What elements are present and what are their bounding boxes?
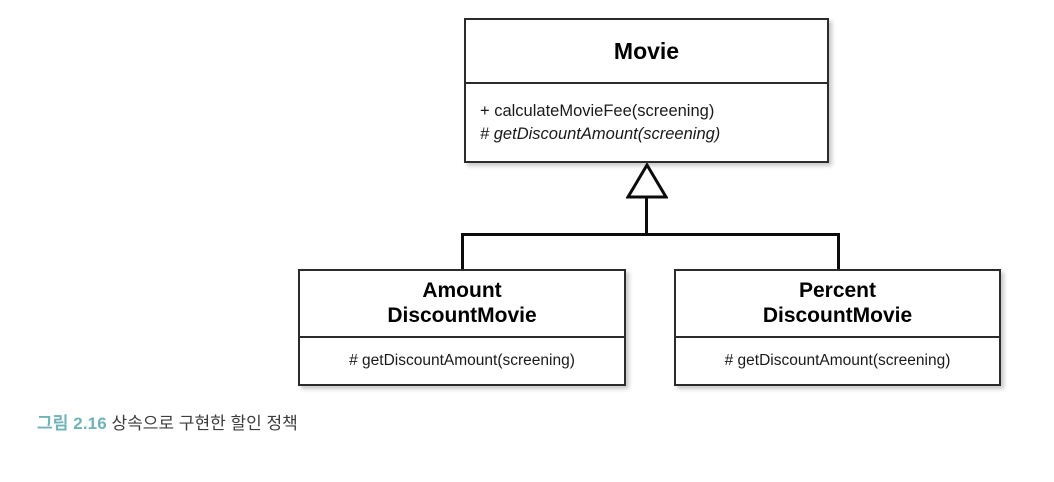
- uml-class-percent-discount-movie-operations: # getDiscountAmount(screening): [676, 338, 999, 384]
- uml-class-movie: Movie + calculateMovieFee(screening) # g…: [464, 18, 829, 163]
- uml-class-percent-discount-movie-header: Percent DiscountMovie: [676, 271, 999, 338]
- generalization-bus: [461, 233, 840, 236]
- uml-class-amount-discount-movie-name-line-1: Amount: [422, 279, 502, 303]
- figure-caption-number: 그림 2.16: [37, 414, 107, 433]
- uml-operation-get-discount-amount-abstract: # getDiscountAmount(screening): [480, 124, 721, 143]
- figure-caption-text: 상속으로 구현한 할인 정책: [106, 414, 298, 433]
- uml-class-amount-discount-movie-name-line-2: DiscountMovie: [387, 303, 537, 327]
- uml-class-movie-operations: + calculateMovieFee(screening) # getDisc…: [466, 84, 827, 161]
- uml-class-percent-discount-movie-name-line-1: Percent: [798, 279, 877, 303]
- figure-caption: 그림 2.16 상속으로 구현한 할인 정책: [37, 412, 298, 437]
- uml-class-movie-header: Movie: [466, 20, 827, 84]
- uml-operation-get-discount-amount-amount: # getDiscountAmount(screening): [349, 351, 575, 369]
- generalization-stem: [645, 196, 648, 236]
- uml-operation-calculate-movie-fee: + calculateMovieFee(screening): [480, 102, 715, 121]
- uml-class-movie-name: Movie: [613, 37, 680, 64]
- uml-class-amount-discount-movie-operations: # getDiscountAmount(screening): [300, 338, 624, 384]
- uml-class-percent-discount-movie-name-line-2: DiscountMovie: [762, 303, 913, 327]
- uml-class-amount-discount-movie-header: Amount DiscountMovie: [300, 271, 624, 338]
- generalization-branch-right: [837, 233, 840, 269]
- generalization-arrowhead-icon: [626, 163, 668, 199]
- uml-class-amount-discount-movie: Amount DiscountMovie # getDiscountAmount…: [298, 269, 626, 386]
- uml-operation-get-discount-amount-percent: # getDiscountAmount(screening): [724, 351, 951, 369]
- uml-class-percent-discount-movie: Percent DiscountMovie # getDiscountAmoun…: [674, 269, 1001, 386]
- generalization-branch-left: [461, 233, 464, 269]
